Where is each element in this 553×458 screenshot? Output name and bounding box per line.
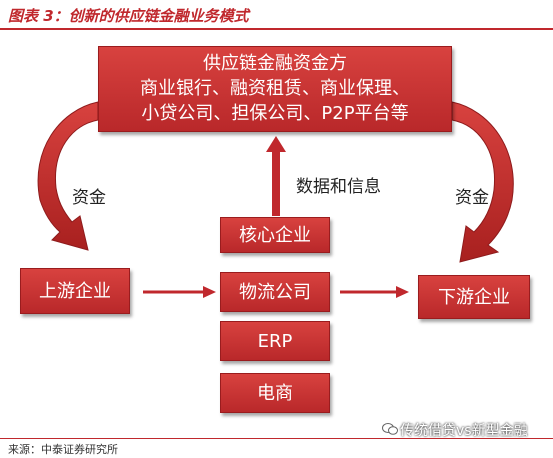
logistics-company-box: 物流公司 — [220, 272, 330, 312]
erp-label: ERP — [257, 331, 293, 352]
left-curved-arrow — [37, 101, 99, 251]
funding-parties-line-2: 商业银行、融资租赁、商业保理、 — [140, 78, 410, 99]
ecommerce-box: 电商 — [220, 373, 330, 413]
funding-parties-box: 供应链金融资金方 商业银行、融资租赁、商业保理、 小贷公司、担保公司、P2P平台… — [98, 46, 452, 132]
right-curved-arrow — [451, 101, 514, 263]
funding-parties-line-3: 小贷公司、担保公司、P2P平台等 — [141, 103, 409, 124]
funding-parties-title: 供应链金融资金方 — [203, 53, 347, 74]
arrow-upstream-to-logistics — [143, 286, 216, 298]
title-bar: 图表 3：创新的供应链金融业务模式 — [0, 0, 553, 30]
ecommerce-label: 电商 — [257, 383, 293, 404]
figure-title: 图表 3：创新的供应链金融业务模式 — [8, 7, 249, 25]
downstream-enterprise-box: 下游企业 — [418, 275, 530, 319]
erp-box: ERP — [220, 321, 330, 361]
watermark-text: 传统借贷vs新型金融 — [400, 423, 528, 439]
data-info-label: 数据和信息 — [296, 177, 381, 197]
upstream-enterprise-box: 上游企业 — [20, 268, 130, 314]
logistics-company-label: 物流公司 — [239, 282, 311, 303]
upstream-enterprise-label: 上游企业 — [39, 281, 111, 302]
source-note: 来源：中泰证券研究所 — [8, 443, 118, 456]
funds-label-left: 资金 — [72, 188, 106, 208]
up-arrow — [266, 136, 286, 216]
funds-label-right: 资金 — [455, 188, 489, 208]
core-enterprise-label: 核心企业 — [239, 225, 311, 246]
chat-bubble-icon — [382, 423, 398, 435]
downstream-enterprise-label: 下游企业 — [438, 287, 510, 308]
core-enterprise-box: 核心企业 — [220, 217, 330, 253]
arrow-logistics-to-downstream — [340, 286, 409, 298]
footer-divider — [0, 438, 553, 439]
